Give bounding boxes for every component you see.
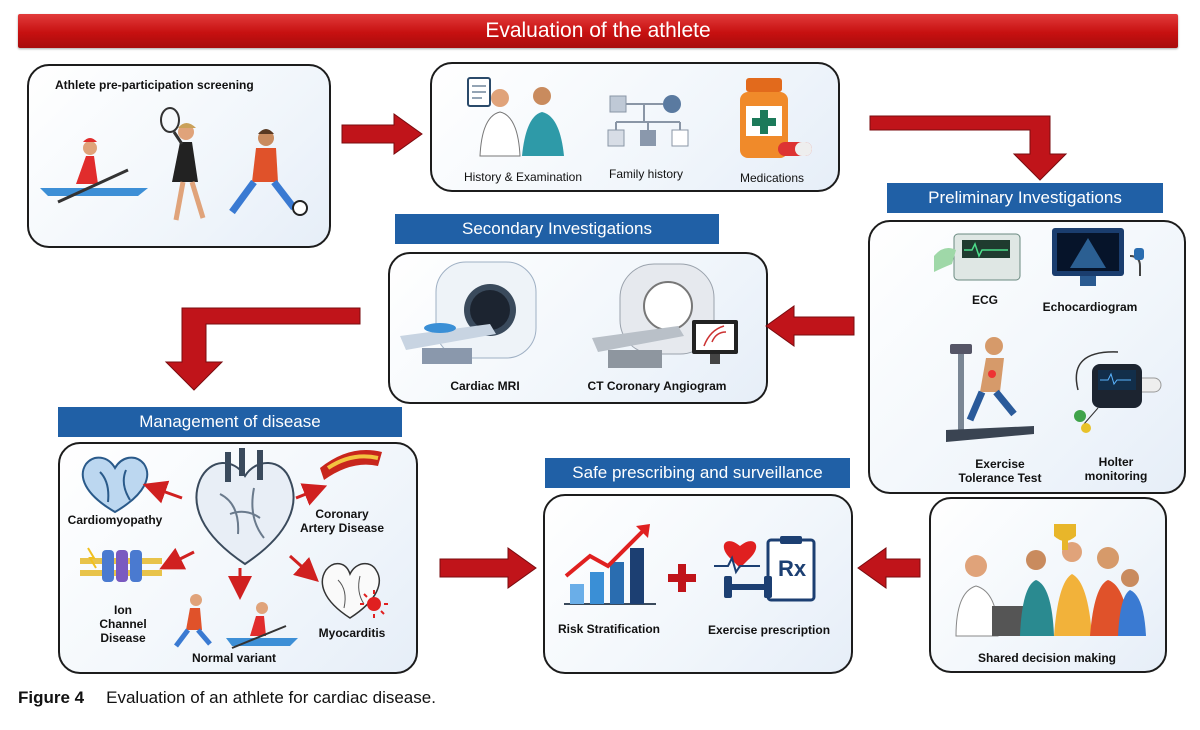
myocarditis-label: Myocarditis [318, 626, 386, 640]
secondary-header: Secondary Investigations [395, 214, 719, 244]
cardiomyopathy-label: Cardiomyopathy [67, 513, 163, 527]
screening-title: Athlete pre-participation screening [55, 78, 254, 92]
ecg-label: ECG [971, 293, 998, 307]
title-banner: Evaluation of the athlete [18, 14, 1178, 48]
athletes-icon [40, 107, 308, 221]
plus-icon [668, 564, 696, 592]
family-tree-icon [607, 95, 689, 147]
treadmill-runner-icon [946, 337, 1034, 442]
safe-prescribing-header: Safe prescribing and surveillance [545, 458, 850, 488]
figure-caption: Figure 4 Evaluation of an athlete for car… [18, 688, 436, 708]
arrow-to-safe-prescribing [439, 547, 537, 589]
doctor-patient-icon [467, 77, 564, 157]
svg-text:Rx: Rx [778, 556, 807, 581]
ion-channel-line2: Channel [99, 617, 147, 631]
medication-bottle-icon [740, 78, 812, 158]
ion-channel-line3: Disease [100, 631, 146, 645]
cad-line2: Artery Disease [299, 521, 385, 535]
cad-line1: Coronary [315, 507, 369, 521]
coronary-artery-icon [320, 450, 382, 480]
risk-chart-icon [564, 524, 656, 605]
exercise-test-line1: Exercise [975, 457, 1025, 471]
exercise-test-line2: Tolerance Test [958, 471, 1042, 485]
myocarditis-icon [321, 562, 388, 619]
exercise-prescription-label: Exercise prescription [707, 623, 831, 637]
family-history-label: Family history [608, 167, 683, 181]
mri-scanner-icon [400, 261, 537, 364]
shared-decision-people-icon [955, 524, 1146, 637]
normal-variant-label: Normal variant [191, 651, 277, 665]
normal-variant-athletes-icon [174, 594, 298, 649]
medications-label: Medications [739, 171, 805, 185]
arrow-to-management [164, 307, 361, 391]
ecg-machine-icon [934, 233, 1021, 281]
arrow-to-history [341, 113, 423, 155]
holter-line2: monitoring [1084, 469, 1148, 483]
risk-stratification-label: Risk Stratification [557, 622, 661, 636]
cardiac-mri-label: Cardiac MRI [450, 379, 520, 393]
echocardiogram-icon [1052, 228, 1144, 286]
exercise-prescription-icon: Rx [714, 536, 816, 602]
ion-channel-label: Ion Channel Disease [88, 603, 158, 645]
shared-decision-label: Shared decision making [977, 651, 1117, 665]
arrow-to-secondary [765, 305, 855, 347]
heart-anatomy-icon [195, 448, 295, 566]
holter-line1: Holter [1098, 455, 1134, 469]
management-header: Management of disease [58, 407, 402, 437]
management-connector-arrows [142, 480, 328, 600]
holter-label: Holter monitoring [1066, 455, 1166, 483]
echocardiogram-label: Echocardiogram [1042, 300, 1138, 314]
cardiomyopathy-icon [81, 456, 149, 514]
cad-label: Coronary Artery Disease [290, 507, 394, 535]
ct-scanner-icon [592, 263, 738, 368]
ion-channel-line1: Ion [114, 603, 132, 617]
preliminary-box [868, 220, 1186, 494]
arrow-to-safe-from-shared [857, 547, 921, 589]
holter-monitor-icon [1074, 351, 1162, 433]
ion-channel-icon [80, 547, 162, 582]
figure-number: Figure 4 [18, 688, 85, 707]
arrow-to-preliminary [869, 115, 1068, 181]
exercise-test-label: Exercise Tolerance Test [942, 457, 1058, 485]
history-exam-label: History & Examination [463, 170, 583, 184]
preliminary-header: Preliminary Investigations [887, 183, 1163, 213]
figure-caption-text: Evaluation of an athlete for cardiac dis… [106, 688, 436, 707]
ct-angiogram-label: CT Coronary Angiogram [587, 379, 727, 393]
